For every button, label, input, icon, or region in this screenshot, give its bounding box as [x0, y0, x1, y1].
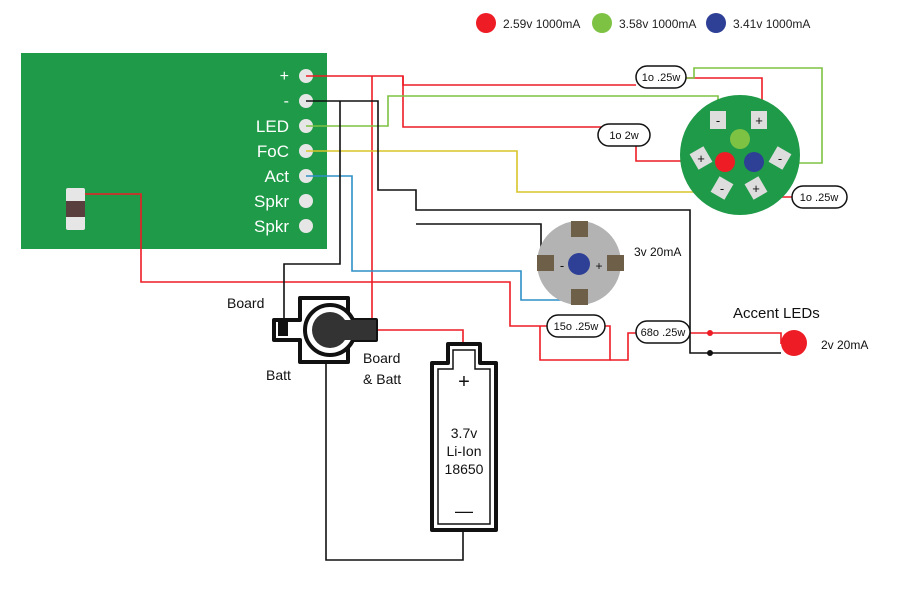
pin-label-spkr-2: Spkr — [254, 217, 289, 236]
pin-pad-spkr-1 — [299, 194, 313, 208]
battery: + 3.7v Li-Ion 18650 — — [430, 342, 498, 532]
resistor-r1 — [635, 65, 687, 89]
wire-red-r5-to-accent — [690, 332, 782, 344]
single-led: - + 3v 20mA — [537, 221, 681, 305]
pin-label-minus: - — [284, 93, 289, 110]
battery-size: 18650 — [445, 461, 484, 477]
triple-pad-mr: - — [778, 151, 782, 166]
resistor-r5-label: 68o .25w — [641, 327, 686, 339]
accent-junction-red — [707, 330, 713, 336]
triple-led-green — [730, 129, 750, 149]
triple-pad-br: + — [752, 181, 760, 196]
accent-junction-black — [707, 350, 713, 356]
pin-pad-spkr-2 — [299, 219, 313, 233]
wire-blue-act — [306, 175, 578, 301]
pin-label-foc: FoC — [257, 142, 289, 161]
single-led-minus: - — [560, 258, 564, 273]
resistor-r3-label: 1o .25w — [800, 192, 839, 204]
single-led-pad-left — [537, 255, 554, 271]
single-led-pad-top — [571, 221, 588, 237]
wire-red-plus-to-r1 — [402, 76, 636, 86]
battery-plus: + — [458, 371, 470, 393]
resistor-r4 — [546, 314, 606, 338]
legend: 2.59v 1000mA 3.58v 1000mA 3.41v 1000mA — [476, 13, 810, 33]
legend-green-label: 3.58v 1000mA — [619, 17, 696, 31]
resistor-r5 — [635, 320, 691, 344]
battery-chem: Li-Ion — [446, 443, 481, 459]
wire-black-switch-to-batt — [325, 345, 464, 561]
battery-minus: — — [455, 501, 473, 521]
wire-yellow-foc — [306, 150, 722, 193]
battery-voltage: 3.7v — [451, 425, 477, 441]
triple-led-blue — [744, 152, 764, 172]
accent-spec: 2v 20mA — [821, 338, 868, 352]
wire-black-minus-to-switch — [283, 101, 341, 325]
resistor-r2-label: 1o 2w — [609, 130, 638, 142]
accent-title: Accent LEDs — [733, 305, 820, 322]
legend-green-dot — [592, 13, 612, 33]
resistor-r4-label: 15o .25w — [554, 321, 599, 333]
accent-led — [781, 330, 807, 356]
switch-knob — [312, 312, 348, 348]
pin-label-plus: + — [280, 68, 289, 85]
triple-pad-tr: + — [755, 113, 763, 128]
resistors: 1o .25w 1o 2w 1o .25w 15o .25w 68o .25w — [546, 65, 848, 344]
single-led-plus: + — [595, 259, 602, 273]
wire-black-to-single-led — [416, 223, 542, 264]
single-led-pad-right — [607, 255, 624, 271]
triple-led-board: - + + - - + — [680, 95, 800, 215]
switch-label-board: Board — [227, 295, 264, 311]
pin-label-spkr-1: Spkr — [254, 192, 289, 211]
accent-leds: Accent LEDs 2v 20mA — [733, 305, 868, 356]
battery-outer — [430, 342, 498, 532]
switch-label-board-batt-2: & Batt — [363, 371, 401, 387]
single-led-emitter — [568, 253, 590, 275]
driver-board: + - LED FoC Act Spkr Spkr — [21, 53, 327, 249]
switch-label-board-batt-1: Board — [363, 350, 400, 366]
triple-pad-ml: + — [697, 151, 705, 166]
single-led-spec: 3v 20mA — [634, 245, 681, 259]
legend-red-label: 2.59v 1000mA — [503, 17, 580, 31]
legend-blue-label: 3.41v 1000mA — [733, 17, 810, 31]
resistor-r2 — [597, 123, 651, 147]
legend-red-dot — [476, 13, 496, 33]
switch: Board Batt Board & Batt — [227, 295, 401, 387]
triple-pad-bl: - — [720, 181, 724, 196]
wire-green-r1-loop — [686, 67, 823, 164]
switch-label-batt: Batt — [266, 367, 291, 383]
legend-blue-dot — [706, 13, 726, 33]
wire-red-to-r5 — [610, 332, 636, 361]
pin-label-act: Act — [264, 167, 289, 186]
wire-red-plus-to-r2 — [306, 75, 602, 128]
pin-label-led: LED — [256, 117, 289, 136]
single-led-pad-bottom — [571, 289, 588, 305]
resistor-r1-label: 1o .25w — [642, 72, 681, 84]
wire-red-board-to-r4 — [85, 193, 549, 327]
triple-led-red — [715, 152, 735, 172]
triple-pad-tl: - — [716, 113, 720, 128]
resistor-r3 — [791, 185, 848, 209]
